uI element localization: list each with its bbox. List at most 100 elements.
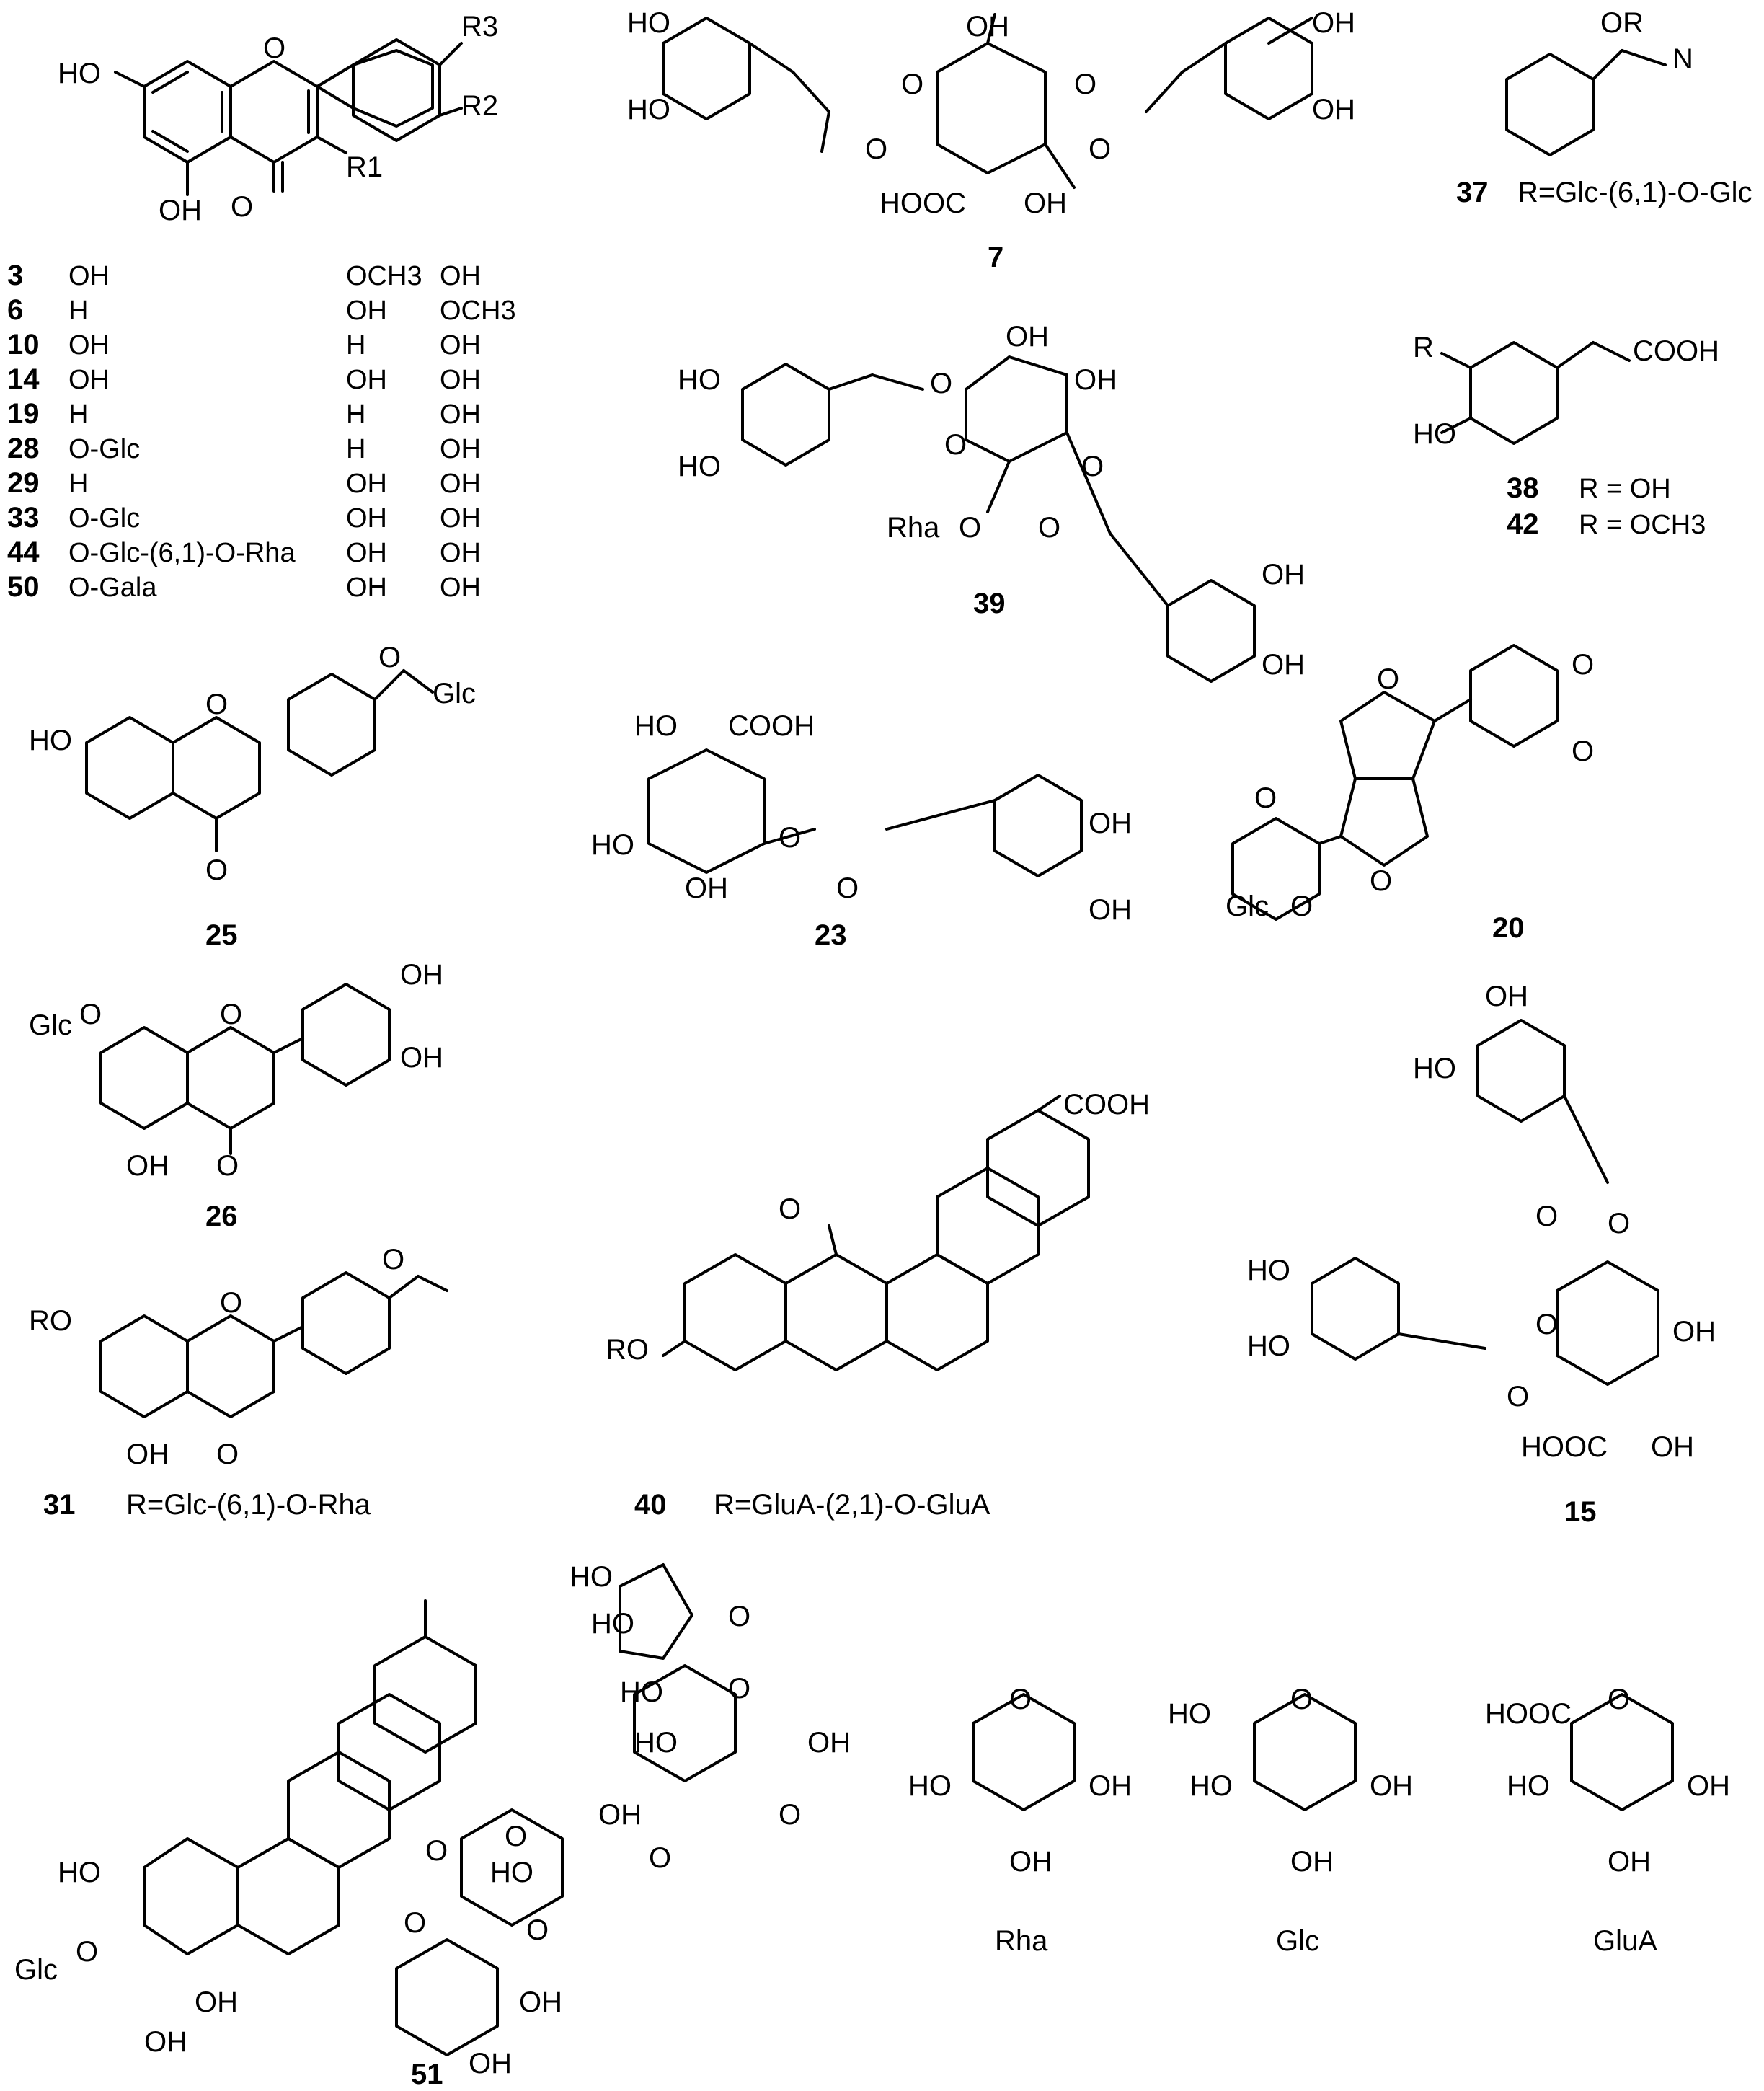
table-cell-r2: H bbox=[346, 330, 365, 361]
c15-atom-8: OH bbox=[1672, 1316, 1716, 1348]
c20-atom-2: O bbox=[1572, 735, 1594, 767]
table-row-id: 19 bbox=[7, 398, 40, 430]
c51-atom-20: OH bbox=[519, 1986, 562, 2018]
c37-caption: R=Glc-(6,1)-O-Glc bbox=[1517, 177, 1752, 208]
c20-atom-0: O bbox=[1377, 663, 1399, 695]
table-cell-r2: H bbox=[346, 434, 365, 464]
table-cell-r2: OH bbox=[346, 538, 387, 568]
c26-atom-2: O bbox=[220, 999, 242, 1030]
c37-atom-1: N bbox=[1672, 43, 1693, 75]
flavonol-r1: R1 bbox=[346, 151, 383, 183]
c15-atom-9: HOOC bbox=[1521, 1431, 1608, 1463]
c25-atom-2: O bbox=[378, 642, 401, 673]
c39-atom-8: O bbox=[959, 512, 981, 544]
c20-atom-3: O bbox=[1370, 865, 1392, 897]
c15-atom-5: O bbox=[1608, 1208, 1630, 1239]
compound-31: RO O O OH O 31 R=Glc-(6,1)-O-Rha bbox=[29, 1244, 448, 1521]
sugar-atom: O bbox=[1608, 1684, 1630, 1715]
c51-atom-17: O bbox=[526, 1914, 549, 1946]
flavonol-r3: R3 bbox=[461, 11, 498, 43]
sugar-atom: HO bbox=[1168, 1698, 1211, 1730]
sugar-atom: OH bbox=[1608, 1846, 1651, 1878]
compound-20: O O O O O Glc O 20 bbox=[1226, 644, 1594, 944]
c20-id: 20 bbox=[1492, 912, 1525, 944]
c7-atom-10: OH bbox=[1024, 187, 1067, 219]
c7-id: 7 bbox=[988, 242, 1003, 273]
c26-atom-6: O bbox=[216, 1150, 239, 1182]
compound-25: HO O O Glc O 25 bbox=[29, 642, 476, 951]
c31-atom-4: O bbox=[216, 1438, 239, 1470]
c15-atom-0: OH bbox=[1485, 981, 1528, 1012]
c23-atom-3: OH bbox=[685, 872, 728, 904]
c51-atom-7: OH bbox=[598, 1799, 642, 1831]
c7-atom-5: O bbox=[865, 133, 887, 165]
compound-37: OR N 37 R=Glc-(6,1)-O-Glc bbox=[1456, 7, 1752, 208]
c23-atom-5: O bbox=[836, 872, 859, 904]
c39-atom-10: OH bbox=[1262, 559, 1305, 591]
flavonol-atom-1: O bbox=[263, 32, 285, 64]
c20-atom-6: O bbox=[1290, 890, 1313, 922]
c51-atom-8: O bbox=[779, 1799, 801, 1831]
c23-id: 23 bbox=[815, 919, 847, 951]
table-cell-r3: OH bbox=[440, 469, 481, 499]
c39-atom-3: OH bbox=[1006, 321, 1049, 353]
table-cell-r2: H bbox=[346, 399, 365, 430]
table-cell-r2: OH bbox=[346, 296, 387, 326]
c51-atom-3: HO bbox=[620, 1676, 663, 1708]
c15-atom-7: O bbox=[1507, 1381, 1529, 1413]
table-cell-r1: O-Glc-(6,1)-O-Rha bbox=[68, 538, 296, 568]
table-row-id: 29 bbox=[7, 467, 40, 499]
c51-atom-6: OH bbox=[807, 1727, 851, 1759]
flavonol-scaffold: HO O OH O R3 R2 R1 bbox=[58, 11, 498, 226]
table-row-id: 14 bbox=[7, 363, 40, 395]
compound-26: Glc O O OH OH OH O 26 bbox=[29, 959, 443, 1232]
c15-atom-6: O bbox=[1535, 1309, 1558, 1340]
c38-row-text: R = OCH3 bbox=[1579, 510, 1706, 540]
c7-atom-7: OH bbox=[1312, 7, 1355, 39]
c26-id: 26 bbox=[205, 1201, 238, 1232]
c15-atom-4: O bbox=[1535, 1201, 1558, 1232]
c51-atom-14: O bbox=[76, 1936, 98, 1968]
c37-id: 37 bbox=[1456, 177, 1489, 208]
c51-atom-4: O bbox=[728, 1673, 750, 1705]
c51-atom-5: HO bbox=[634, 1727, 678, 1759]
table-cell-r2: OH bbox=[346, 365, 387, 395]
c51-atom-12: HO bbox=[58, 1857, 101, 1888]
table-cell-r3: OH bbox=[440, 503, 481, 534]
c23-atom-1: COOH bbox=[728, 710, 815, 742]
c31-caption: R=Glc-(6,1)-O-Rha bbox=[126, 1489, 371, 1521]
table-cell-r1: O-Glc bbox=[68, 434, 140, 464]
sugar-name: GluA bbox=[1593, 1925, 1657, 1957]
table-cell-r1: H bbox=[68, 399, 88, 430]
c38-row-text: R = OH bbox=[1579, 474, 1671, 504]
c20-atom-5: Glc bbox=[1226, 890, 1269, 922]
c20-atom-4: O bbox=[1254, 782, 1277, 814]
c26-atom-3: OH bbox=[400, 959, 443, 991]
flavonol-r2: R2 bbox=[461, 90, 498, 122]
c38-row-id: 38 bbox=[1507, 472, 1539, 504]
c7-atom-4: O bbox=[1074, 68, 1096, 100]
compound-39: HO HO O OH OH O O Rha O O OH OH 39 bbox=[678, 321, 1305, 683]
table-row-id: 44 bbox=[7, 536, 40, 568]
c25-atom-4: O bbox=[205, 854, 228, 886]
c38-atom-2: HO bbox=[1413, 418, 1456, 450]
table-cell-r2: OH bbox=[346, 503, 387, 534]
c51-atom-2: O bbox=[728, 1601, 750, 1632]
table-cell-r3: OH bbox=[440, 573, 481, 603]
table-cell-r2: OCH3 bbox=[346, 261, 422, 291]
c40-atom-0: COOH bbox=[1063, 1089, 1150, 1120]
compound-51: HO HO O HO O HO OH OH O HO O O HO Glc O … bbox=[14, 1561, 851, 2090]
c51-atom-9: HO bbox=[490, 1857, 533, 1888]
c23-atom-4: O bbox=[779, 822, 801, 854]
table-cell-r1: H bbox=[68, 296, 88, 326]
c25-atom-1: O bbox=[205, 689, 228, 720]
c20-atom-1: O bbox=[1572, 649, 1594, 681]
c31-atom-3: OH bbox=[126, 1438, 169, 1470]
c40-atom-2: RO bbox=[606, 1334, 649, 1366]
c26-atom-5: OH bbox=[126, 1150, 169, 1182]
c38-row-id: 42 bbox=[1507, 508, 1539, 540]
c15-atom-1: HO bbox=[1413, 1053, 1456, 1084]
